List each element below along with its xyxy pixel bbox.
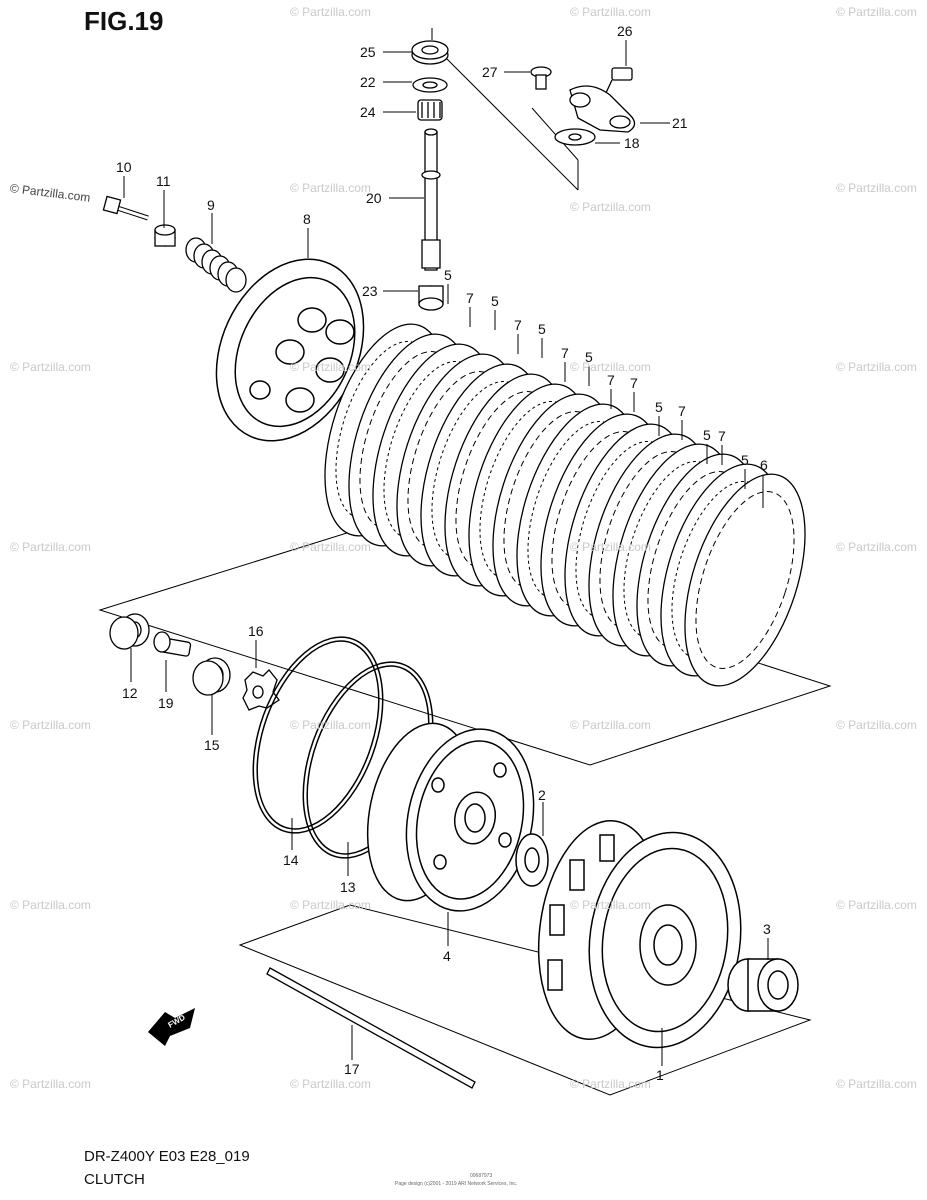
- watermark: © Partzilla.com: [836, 540, 917, 554]
- plate-callout: 5: [741, 452, 749, 468]
- watermark: © Partzilla.com: [10, 360, 91, 374]
- clutch-plate-inner: [695, 491, 795, 669]
- callout-8: 8: [303, 211, 311, 227]
- watermark: © Partzilla.com: [290, 540, 371, 554]
- watermark: © Partzilla.com: [10, 898, 91, 912]
- callout-24: 24: [360, 104, 376, 120]
- watermark: © Partzilla.com: [570, 718, 651, 732]
- plate-callout: 5: [655, 399, 663, 415]
- watermark: © Partzilla.com: [290, 5, 371, 19]
- guide-lines: [98, 28, 832, 1096]
- pushrod: [266, 967, 476, 1089]
- callout-22: 22: [360, 74, 376, 90]
- callout-21: 21: [672, 115, 688, 131]
- watermark: © Partzilla.com: [836, 5, 917, 19]
- watermark: © Partzilla.com: [570, 540, 651, 554]
- plate-callout: 7: [678, 403, 686, 419]
- callout-17: 17: [344, 1061, 360, 1077]
- callout-9: 9: [207, 197, 215, 213]
- callout-20: 20: [366, 190, 382, 206]
- clutch-sleeve-hub: [366, 722, 535, 912]
- watermark: © Partzilla.com: [836, 718, 917, 732]
- plate-callout: 5: [444, 267, 452, 283]
- bearing-group: [109, 613, 280, 711]
- callout-1: 1: [656, 1067, 664, 1083]
- clutch-plate: [684, 473, 806, 687]
- callout-13: 13: [340, 879, 356, 895]
- callout-labels: 25 22 24 20 23 26 27 21 18 10 11 9 8 6 1…: [116, 23, 771, 1083]
- callout-2: 2: [538, 787, 546, 803]
- plate-callout: 7: [718, 428, 726, 444]
- spacer: [727, 958, 799, 1012]
- watermark: © Partzilla.com: [290, 898, 371, 912]
- watermark: © Partzilla.com: [570, 1077, 651, 1091]
- thrust-washer: [515, 833, 549, 887]
- watermark: © Partzilla.com: [836, 1077, 917, 1091]
- fwd-arrow-icon: FWD: [148, 1008, 195, 1046]
- plate-callout: 7: [607, 372, 615, 388]
- leader-lines: [123, 40, 769, 1066]
- callout-23: 23: [362, 283, 378, 299]
- watermark: © Partzilla.com: [836, 898, 917, 912]
- figure-title: FIG.19: [84, 6, 164, 36]
- watermark: © Partzilla.com: [570, 360, 651, 374]
- watermark: © Partzilla.com: [290, 181, 371, 195]
- callout-12: 12: [122, 685, 138, 701]
- callout-18: 18: [624, 135, 640, 151]
- copyright-id: 00687973: [470, 1173, 493, 1179]
- release-lever-assembly: [530, 66, 636, 146]
- figure-caption: CLUTCH: [84, 1171, 145, 1188]
- watermark: © Partzilla.com: [570, 898, 651, 912]
- clutch-housing: [537, 820, 742, 1049]
- callout-26: 26: [617, 23, 633, 39]
- callout-16: 16: [248, 623, 264, 639]
- callout-6: 6: [760, 457, 768, 473]
- plate-callout: 7: [630, 375, 638, 391]
- watermark: © Partzilla.com: [290, 718, 371, 732]
- plate-callout: 5: [538, 321, 546, 337]
- pushrod-shaft-assembly: [411, 40, 449, 311]
- plate-callout: 5: [491, 293, 499, 309]
- watermark: © Partzilla.com: [10, 540, 91, 554]
- callout-27: 27: [482, 64, 498, 80]
- callout-14: 14: [283, 852, 299, 868]
- watermark: © Partzilla.com: [10, 1077, 91, 1091]
- spring-bolt-group: [102, 195, 247, 293]
- plate-callout: 7: [466, 290, 474, 306]
- plate-callout: 5: [703, 427, 711, 443]
- watermark: © Partzilla.com: [10, 718, 91, 732]
- callout-11: 11: [156, 173, 171, 189]
- watermark: © Partzilla.com: [570, 5, 651, 19]
- plate-callout: 5: [585, 349, 593, 365]
- callout-10: 10: [116, 159, 132, 175]
- watermark: © Partzilla.com: [836, 360, 917, 374]
- plate-callout: 7: [561, 345, 569, 361]
- watermark: © Partzilla.com: [570, 200, 651, 214]
- callout-15: 15: [204, 737, 220, 753]
- callout-4: 4: [443, 948, 451, 964]
- plate-callout: 7: [514, 317, 522, 333]
- clutch-plate-stack: [324, 323, 806, 687]
- watermark: © Partzilla.com: [290, 360, 371, 374]
- copyright-line: Page design (c)2001 - 2019 ARI Network S…: [395, 1181, 518, 1187]
- callout-19: 19: [158, 695, 174, 711]
- callout-3: 3: [763, 921, 771, 937]
- pressure-plate: [215, 258, 365, 442]
- model-code: DR-Z400Y E03 E28_019: [84, 1148, 250, 1165]
- watermark: © Partzilla.com: [836, 181, 917, 195]
- callout-25: 25: [360, 44, 376, 60]
- watermark: © Partzilla.com: [290, 1077, 371, 1091]
